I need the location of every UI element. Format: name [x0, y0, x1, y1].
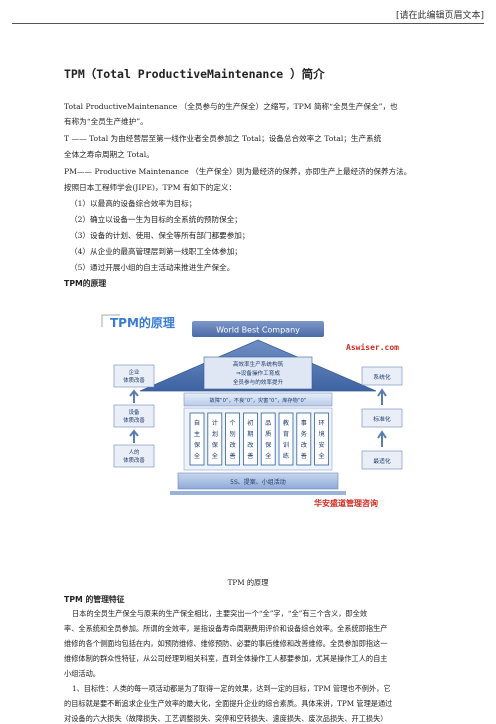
watermark-bottom: 华安盛道管理咨询: [314, 498, 378, 508]
zero-goals-beam: [183, 392, 333, 407]
pillar: [314, 412, 330, 466]
diagram-title: TPM的原理: [110, 315, 175, 330]
arrow-up-icon: [377, 430, 387, 447]
pillar: [296, 412, 312, 466]
pillar-label: 品质保全: [265, 420, 272, 460]
pillar-label: 初期改善: [247, 419, 253, 460]
pillar: [189, 412, 205, 466]
base-slab: [177, 472, 339, 490]
roof-text-line: 全员参与的效率提升: [233, 378, 284, 386]
arrow-up-icon: [129, 429, 139, 443]
definition-item: （1）以最高的设备综合效率为目标；: [70, 199, 197, 208]
pillar-label: 环境安全: [319, 420, 326, 460]
right-box-systemize: [361, 366, 403, 386]
page-title: TPM（Total ProductiveMaintenance ）简介: [64, 67, 325, 81]
pillar: [225, 412, 240, 466]
features-line: 日本的全员生产保全与原来的生产保全相比，主要突出一个“全”字，“全”有三个含义，…: [72, 609, 368, 618]
goal-line: 对设备的六大损失（故障损失、工艺调整损失、突停和空转损失、速度损失、废次品损失、…: [64, 714, 388, 723]
page-header-note[interactable]: [请在此编辑页眉文本]: [395, 11, 484, 21]
principle-heading: TPM的原理: [64, 279, 107, 288]
left-box-people: [113, 444, 155, 468]
watermark-top: Aswiser.com: [346, 342, 399, 352]
top-banner: [192, 321, 324, 337]
intro-line: T —— Total 为由经营层至第一线作业者全员参加之 Total；设备总合效…: [64, 134, 382, 143]
left-label: 人的体质改善: [123, 448, 145, 464]
right-label: 最适化: [373, 457, 391, 465]
tpm-principle-diagram: TPM的原理 World Best Company Aswiser.com 高效…: [101, 314, 403, 508]
roof-text-line: 高效率生产系统构筑: [233, 360, 284, 368]
intro-line: 全体之寿命周期之 Total。: [64, 150, 154, 159]
pillar: [278, 412, 294, 466]
right-box-optimize: [361, 450, 403, 470]
pillar: [260, 412, 276, 466]
pillar: [207, 412, 223, 466]
intro-line: Total ProductiveMaintenance （全员参与的生产保全）之…: [64, 102, 398, 111]
arrow-up-icon: [129, 389, 139, 403]
pillar-label: 自主保全: [194, 419, 201, 460]
goal-line: 的目标就是要不断追求企业生产效率的最大化，全面提升企业的综合素质。具体来讲，TP…: [64, 699, 393, 708]
features-line: 维修的各个侧面均包括在内，如预防维修、维修预防、必要的事后维修和改善维修。全员参…: [64, 639, 388, 648]
base-text: 5S、提案、小组活动: [230, 478, 286, 486]
features-line: 小组活动。: [64, 669, 100, 678]
frame-bracket: [101, 314, 120, 327]
figure-caption: TPM 的原理: [227, 578, 269, 587]
definition-item: （2）确立以设备一生为目标的全系统的预防保全；: [70, 215, 242, 224]
pillars-group: 自主保全 计划保全 个别改善 初期改善 品质保全 教育训练 事务改善 环境安全: [189, 412, 330, 466]
right-box-standardize: [361, 408, 403, 428]
left-label: 企业体质改善: [123, 368, 145, 384]
roof-text-line: ⇒设备操作工育成: [236, 369, 280, 377]
intro-line: PM—— Productive Maintenance （生产保全）则为最经济的…: [64, 167, 412, 176]
intro-line: 按照日本工程师学会(JIPE)，TPM 有如下的定义：: [64, 183, 237, 192]
features-line: 维修体制的群众性特征，从公司经理到相关科室，直到全体操作工人都要参加，尤其是操作…: [64, 654, 388, 663]
definition-item: （5）通过开展小组的自主活动来推进生产保全。: [70, 263, 235, 272]
left-box-equipment: [113, 404, 155, 428]
zero-goals-text: 故障“0”，不良“0”，灾害“0”，库存物“0”: [210, 396, 307, 404]
right-label: 标准化: [373, 415, 391, 423]
features-line: 率、全系统和全员参加。所谓的全效率，是指设备寿命周期费用评价和设备综合效率。全系…: [64, 624, 388, 633]
roof-textbox: [203, 356, 313, 390]
definition-item: （3）设备的计划、使用、保全等所有部门都要参加；: [70, 231, 250, 240]
pillar: [242, 412, 258, 466]
pillar-label: 个别改善: [230, 420, 236, 460]
ground: [170, 491, 346, 495]
features-heading: TPM 的管理特征: [64, 595, 125, 604]
right-label: 系统化: [373, 373, 391, 381]
arrow-up-icon: [377, 388, 387, 405]
left-box-enterprise: [113, 364, 155, 388]
pillar-label: 计划保全: [212, 419, 219, 460]
definition-item: （4）从企业的最高管理层到第一线职工全体参加；: [70, 247, 242, 256]
left-label: 设备体质改善: [123, 408, 145, 424]
pillar-label: 事务改善: [301, 419, 307, 460]
intro-line: 有称为“全员生产维护”。: [64, 117, 148, 126]
top-banner-label: World Best Company: [216, 326, 300, 335]
pillar-label: 教育训练: [283, 419, 289, 460]
header-divider: [12, 23, 484, 24]
goal-line: 1、目标性：人类的每一项活动都是为了取得一定的效果，达到一定的目标，TPM 管理…: [72, 684, 391, 693]
